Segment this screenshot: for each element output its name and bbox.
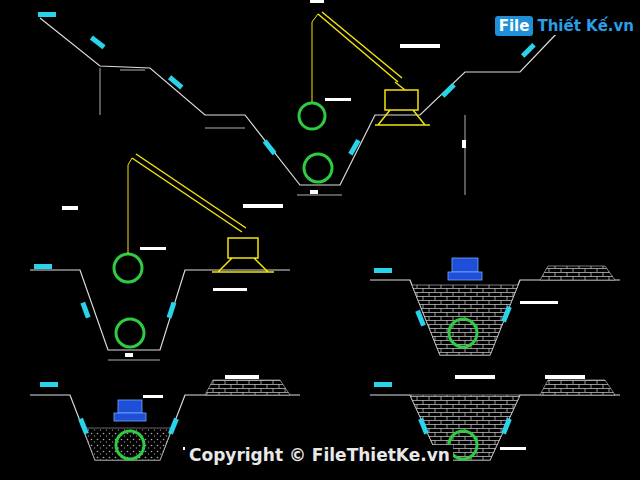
ground-lines xyxy=(30,18,620,460)
crane xyxy=(128,12,430,272)
backfill xyxy=(412,285,518,355)
watermark-logo: Thiết Kế.vn xyxy=(535,17,636,35)
soil-stockpile xyxy=(205,380,290,395)
soil-stockpile xyxy=(540,380,615,395)
copyright-watermark: Copyright © FileThietKe.vn xyxy=(186,445,453,465)
gravel-bedding xyxy=(83,428,172,460)
pipes xyxy=(114,103,477,459)
watermark-logo: File xyxy=(495,16,534,36)
note-placeholders xyxy=(62,0,585,450)
soil-stockpile xyxy=(540,266,615,280)
slope-markers xyxy=(34,12,536,435)
compactor xyxy=(114,258,482,421)
